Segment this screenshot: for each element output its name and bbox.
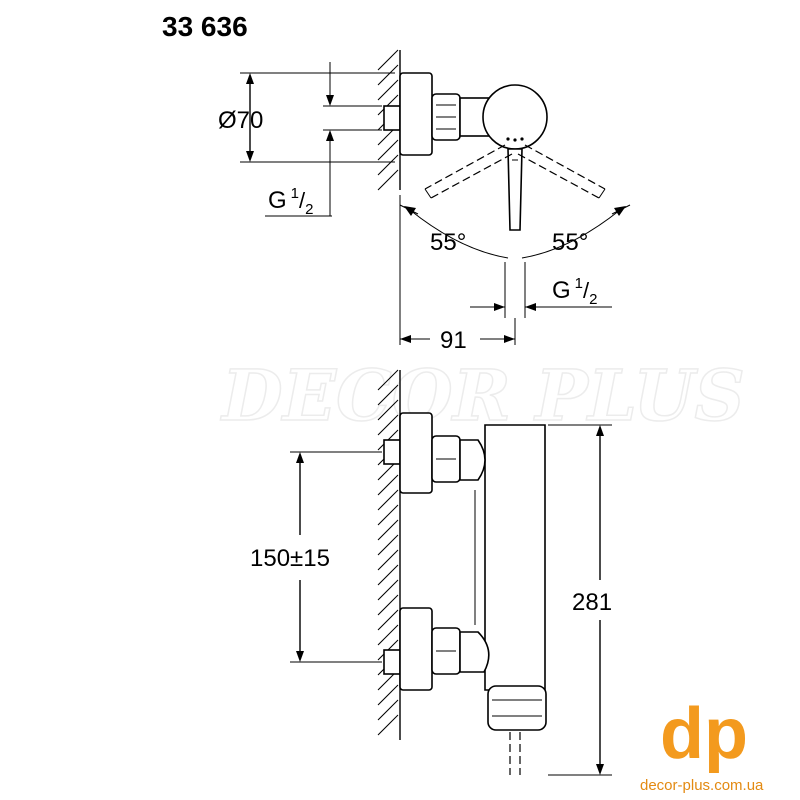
inlet-pipe-top <box>383 105 401 131</box>
angle-left-label: 55° <box>430 229 466 256</box>
elbow-upper <box>459 439 486 481</box>
diameter-label: Ø70 <box>218 107 263 134</box>
rosette-upper <box>399 412 433 494</box>
outlet-nut <box>487 685 547 731</box>
side-view: 150±15 281 <box>250 369 612 776</box>
spacing-label: 150±15 <box>250 545 330 572</box>
brand-logo: dp decor-plus.com.ua <box>640 694 764 794</box>
depth-label: 91 <box>440 327 467 354</box>
watermark-text: DECOR PLUS <box>220 354 745 437</box>
logo-dp: dp <box>660 694 748 774</box>
angle-right-label: 55° <box>552 229 588 256</box>
elbow-lower <box>459 631 490 673</box>
dim-depth: 91 <box>399 195 516 354</box>
lever-rotation-left <box>424 144 513 199</box>
brand-url: decor-plus.com.ua <box>640 777 764 794</box>
dim-angle-right: 55° <box>521 204 631 259</box>
outlet-pipe <box>509 732 521 775</box>
dim-angle-left: 55° <box>399 204 509 259</box>
dim-spacing: 150±15 <box>250 451 382 663</box>
rosette-lower <box>399 607 433 691</box>
inlet-pipe-lower <box>383 649 401 675</box>
inlet-pipe-upper <box>383 439 401 465</box>
height-label: 281 <box>572 589 612 616</box>
lever-top <box>507 148 523 231</box>
wall-rosette-top <box>399 72 433 156</box>
model-number: 33 636 <box>162 11 248 42</box>
dim-height: 281 <box>548 424 612 776</box>
mixer-body-side <box>484 424 546 691</box>
dim-diameter: Ø70 <box>218 72 395 163</box>
lever-rotation-right <box>517 144 606 199</box>
